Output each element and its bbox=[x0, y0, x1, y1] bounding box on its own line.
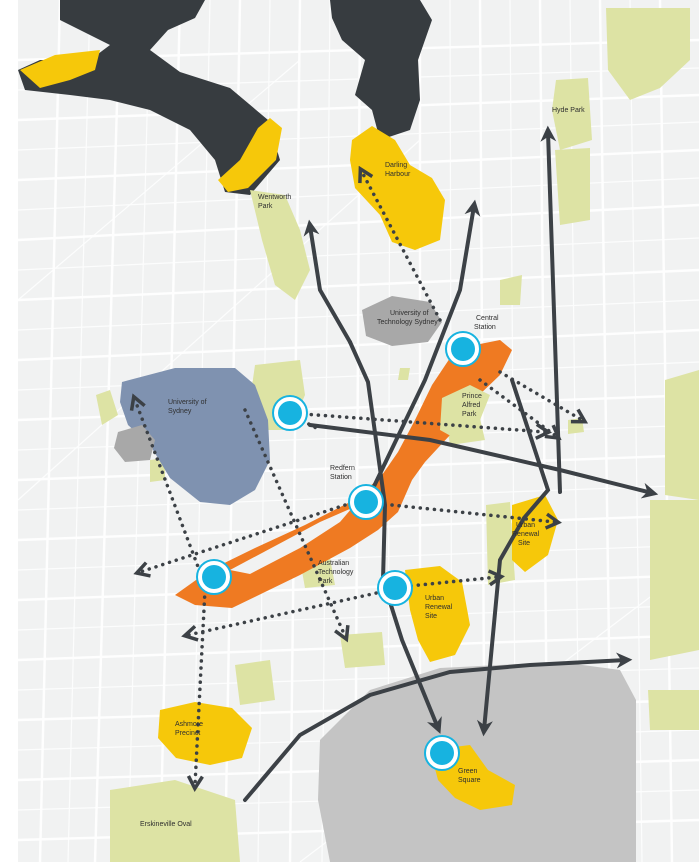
label-wentworth-park-line1: Wentworth bbox=[258, 194, 291, 201]
label-uts-line2: Technology Sydney bbox=[377, 319, 438, 326]
label-urban-renewal-south-line3: Site bbox=[425, 613, 437, 620]
label-urban-renewal-east-line2: Renewal bbox=[512, 531, 540, 538]
label-darling-harbour-line1: Darling bbox=[385, 162, 407, 169]
foreshore-glebe bbox=[218, 118, 282, 192]
university-of-sydney-campus bbox=[120, 368, 270, 505]
label-erskineville-oval: Erskineville Oval bbox=[140, 821, 192, 828]
station-green-square[interactable] bbox=[424, 735, 460, 771]
station-markers bbox=[196, 331, 481, 771]
station-atp[interactable] bbox=[196, 559, 232, 595]
label-redfern-station-line2: Station bbox=[330, 474, 352, 481]
harbour-water bbox=[18, 0, 432, 195]
label-central-station-line2: Station bbox=[474, 324, 496, 331]
label-urban-renewal-east-line1: Urban bbox=[516, 522, 535, 529]
label-wentworth-park-line2: Park bbox=[258, 203, 273, 210]
label-hyde-park: Hyde Park bbox=[552, 107, 585, 114]
label-usyd-line2: Sydney bbox=[168, 408, 192, 415]
label-uts-line1: University of bbox=[390, 310, 429, 317]
label-green-square-line2: Square bbox=[458, 777, 481, 784]
label-atp-line2: Technology bbox=[318, 569, 354, 576]
uts-campus bbox=[362, 296, 442, 346]
station-central[interactable] bbox=[445, 331, 481, 367]
label-green-square-line1: Green bbox=[458, 768, 478, 775]
label-urban-renewal-east-line3: Site bbox=[518, 540, 530, 547]
label-usyd-line1: University of bbox=[168, 399, 207, 406]
station-usyd[interactable] bbox=[272, 395, 308, 431]
label-prince-alfred-line2: Alfred bbox=[462, 402, 480, 409]
label-central-station-line1: Central bbox=[476, 315, 499, 322]
usyd-grey-building bbox=[114, 425, 155, 462]
label-ashmore-line2: Precinct bbox=[175, 730, 200, 737]
rail-corridor-gap bbox=[230, 508, 352, 574]
label-prince-alfred-line3: Park bbox=[462, 411, 477, 418]
station-urban-renewal[interactable] bbox=[377, 570, 413, 606]
foreshore-west bbox=[20, 50, 100, 88]
label-atp-line1: Australian bbox=[318, 560, 349, 567]
dotted-links bbox=[129, 165, 589, 793]
map-left-margin bbox=[0, 0, 18, 862]
label-darling-harbour-line2: Harbour bbox=[385, 171, 411, 178]
label-redfern-station-line1: Redfern bbox=[330, 465, 355, 472]
arterial-roads bbox=[243, 125, 659, 802]
label-prince-alfred-line1: Prince bbox=[462, 393, 482, 400]
label-ashmore-line1: Ashmore bbox=[175, 721, 203, 728]
label-urban-renewal-south-line2: Renewal bbox=[425, 604, 453, 611]
map-labels: Hyde Park Darling Harbour Wentworth Park… bbox=[140, 107, 585, 828]
label-urban-renewal-south-line1: Urban bbox=[425, 595, 444, 602]
parks bbox=[96, 8, 699, 862]
station-redfern[interactable] bbox=[348, 484, 384, 520]
label-atp-line3: Park bbox=[318, 578, 333, 585]
